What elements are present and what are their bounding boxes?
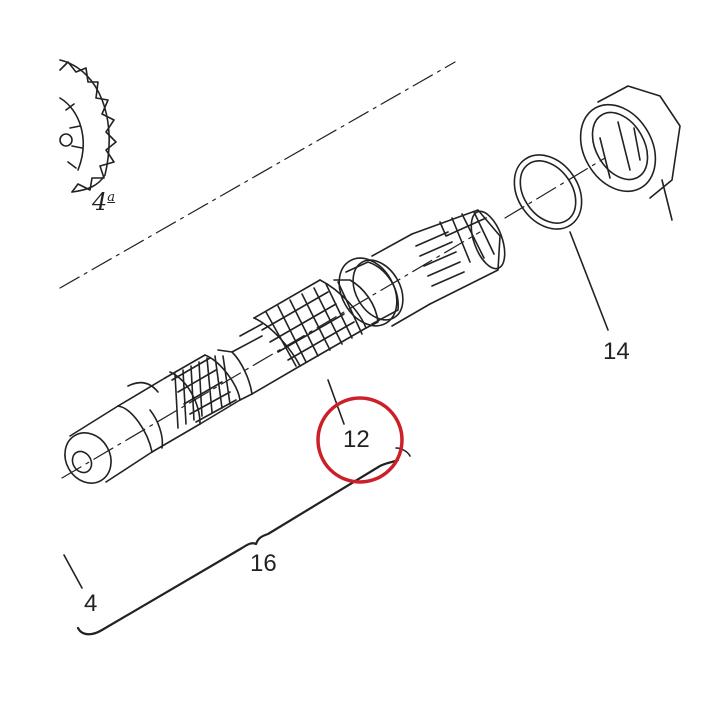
callout-12: 12 bbox=[343, 426, 370, 453]
callout-16: 16 bbox=[250, 550, 277, 577]
leader-4 bbox=[63, 554, 83, 589]
gear-label: 4a bbox=[92, 190, 115, 214]
leader-12 bbox=[327, 379, 345, 425]
bracket-16 bbox=[76, 458, 400, 636]
shaft-front-end bbox=[64, 377, 201, 484]
bearing-race-drawing bbox=[579, 85, 681, 221]
gear-label-suffix: a bbox=[107, 190, 116, 205]
leader-14 bbox=[569, 231, 609, 331]
shaft-journal bbox=[231, 323, 301, 395]
shaft-spline-front bbox=[127, 349, 253, 429]
centerline-upper bbox=[59, 61, 456, 289]
callout-14: 14 bbox=[603, 338, 630, 365]
shaft-spline-rear bbox=[253, 279, 379, 367]
gear-label-number: 4 bbox=[92, 188, 108, 216]
shaft-spline-tip bbox=[411, 209, 506, 305]
gear-4a-drawing bbox=[59, 59, 117, 193]
shaft-collar bbox=[338, 233, 431, 327]
highlight-circle bbox=[316, 396, 404, 484]
callout-4: 4 bbox=[84, 590, 98, 617]
o-ring-drawing bbox=[513, 154, 583, 230]
